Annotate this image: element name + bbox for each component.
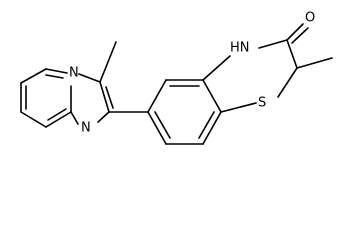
bond-pyr-5: [45, 68, 68, 74]
bond-thz-3: [286, 39, 298, 69]
atom-oxygen: O: [305, 11, 315, 26]
molecule-structure: N N HN O S: [20, 11, 333, 145]
atom-n-imidazole: N: [81, 121, 91, 136]
bond-imid-3: [105, 86, 114, 109]
atom-sulfur: S: [258, 96, 266, 111]
bond-benz-3: [202, 79, 222, 113]
bond-pyr-db-3: [45, 74, 64, 79]
atom-n-bridge: N: [69, 66, 79, 81]
bond-thz-4: [277, 67, 298, 98]
bond-thz-1: [202, 55, 231, 81]
bond-thz-2: [258, 39, 288, 49]
bond-imid-2: [99, 81, 110, 113]
bond-benz-db-2: [198, 111, 215, 139]
bond-co-2: [291, 27, 309, 44]
bond-co-1: [286, 23, 304, 41]
structure-canvas: N N HN O S: [20, 10, 333, 145]
bond-pyr-6: [20, 68, 47, 84]
bond-pyr-db-2: [47, 108, 67, 121]
bond-pyr-3: [45, 111, 72, 128]
bond-methyl-2: [296, 57, 333, 69]
bond-benz-db-3: [154, 111, 171, 139]
bond-benz-6: [147, 111, 167, 145]
bond-benz-1: [147, 79, 167, 113]
bond-imid-1: [78, 73, 101, 83]
bond-pyr-2: [20, 111, 47, 128]
atom-nh: HN: [230, 41, 250, 56]
bond-imid-4: [97, 111, 110, 123]
bond-benz-4: [202, 111, 222, 145]
bond-imid-5: [70, 111, 79, 125]
bond-thz-5: [220, 102, 257, 113]
bond-methyl-1: [99, 41, 117, 83]
